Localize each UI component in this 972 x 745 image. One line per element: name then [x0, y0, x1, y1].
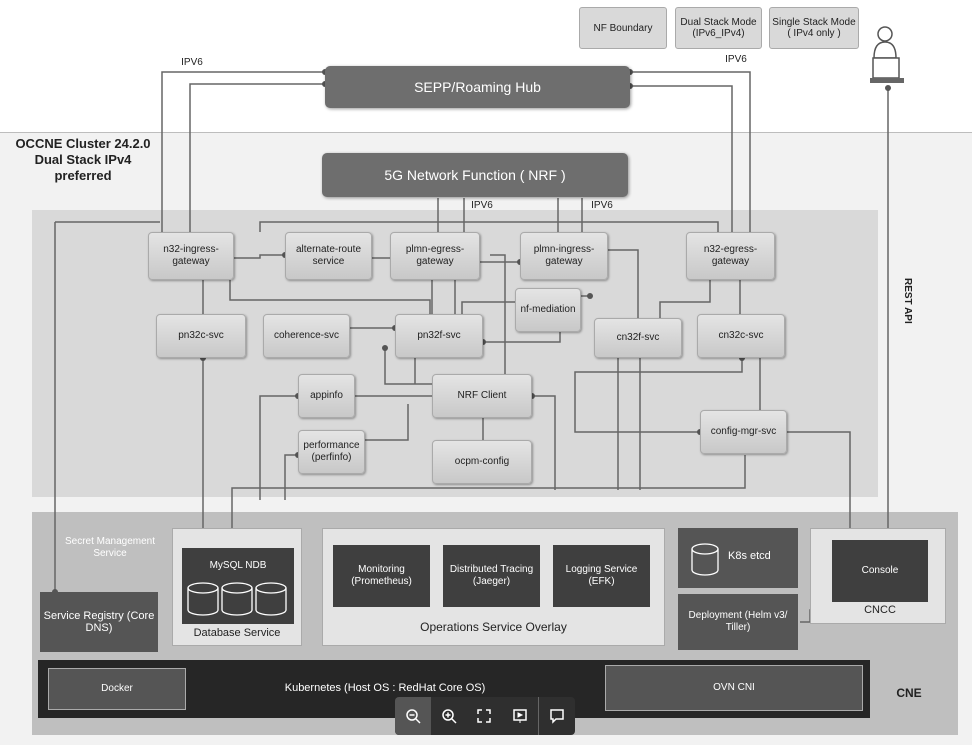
deployment-helm: Deployment (Helm v3/ Tiller)	[678, 594, 798, 650]
viewer-toolbar	[395, 697, 575, 735]
nf-nrf-box: 5G Network Function ( NRF )	[322, 153, 628, 197]
etcd-cylinder-icon	[691, 543, 719, 576]
nrf-client: NRF Client	[432, 374, 532, 418]
mysql-ndb-label: MySQL NDB	[209, 560, 267, 571]
n32-ingress-gateway: n32-ingress-gateway	[148, 232, 234, 280]
database-cylinders-icon	[187, 582, 287, 616]
cn32f-svc: cn32f-svc	[594, 318, 682, 358]
k8s-etcd-label: K8s etcd	[728, 550, 771, 562]
legend-dual-stack: Dual Stack Mode (IPv6_IPv4)	[675, 7, 762, 49]
comment-icon[interactable]	[538, 697, 575, 735]
cne-label: CNE	[896, 686, 922, 700]
legend-nf-boundary: NF Boundary	[579, 7, 667, 49]
legend-single-stack: Single Stack Mode ( IPv4 only )	[769, 7, 859, 49]
operations-overlay-label: Operations Service Overlay	[420, 620, 567, 634]
cn32c-svc: cn32c-svc	[697, 314, 785, 358]
ipv6-label-right: IPV6	[725, 54, 747, 65]
ipv6-label-left: IPV6	[181, 57, 203, 68]
plmn-ingress-gateway: plmn-ingress-gateway	[520, 232, 608, 280]
ocpm-config: ocpm-config	[432, 440, 532, 484]
user-laptop-icon	[870, 26, 904, 83]
nf-mediation: nf-mediation	[515, 288, 581, 332]
database-service-label: Database Service	[193, 627, 281, 639]
ipv6-label-mid1: IPV6	[471, 200, 493, 211]
console-box: Console	[832, 540, 928, 602]
kubernetes-label: Kubernetes (Host OS : RedHat Core OS)	[284, 682, 486, 694]
zoom-in-icon[interactable]	[431, 697, 467, 735]
service-registry-core-dns: Service Registry (Core DNS)	[40, 592, 158, 652]
rest-api-label: REST API	[902, 278, 913, 324]
ovn-cni-box: OVN CNI	[605, 665, 863, 711]
pn32f-svc: pn32f-svc	[395, 314, 483, 358]
distributed-tracing-jaeger: Distributed Tracing (Jaeger)	[443, 545, 540, 607]
performance-perfinfo: performance (perfinfo)	[298, 430, 365, 474]
pn32c-svc: pn32c-svc	[156, 314, 246, 358]
cluster-title: OCCNE Cluster 24.2.0 Dual Stack IPv4 pre…	[15, 136, 151, 183]
monitoring-prometheus: Monitoring (Prometheus)	[333, 545, 430, 607]
cncc-label: CNCC	[864, 604, 896, 616]
mysql-ndb-box	[182, 548, 294, 624]
logging-service-efk: Logging Service (EFK)	[553, 545, 650, 607]
present-icon[interactable]	[502, 697, 538, 735]
zoom-out-icon[interactable]	[395, 697, 431, 735]
appinfo: appinfo	[298, 374, 355, 418]
sepp-roaming-hub: SEPP/Roaming Hub	[325, 66, 630, 108]
docker-box: Docker	[48, 668, 186, 710]
secret-management-service: Secret Management Service	[64, 536, 156, 559]
n32-egress-gateway: n32-egress-gateway	[686, 232, 775, 280]
plmn-egress-gateway: plmn-egress-gateway	[390, 232, 480, 280]
fullscreen-icon[interactable]	[467, 697, 503, 735]
k8s-etcd-box	[678, 528, 798, 588]
ipv6-label-mid2: IPV6	[591, 200, 613, 211]
alternate-route-service: alternate-route service	[285, 232, 372, 280]
coherence-svc: coherence-svc	[263, 314, 350, 358]
config-mgr-svc: config-mgr-svc	[700, 410, 787, 454]
